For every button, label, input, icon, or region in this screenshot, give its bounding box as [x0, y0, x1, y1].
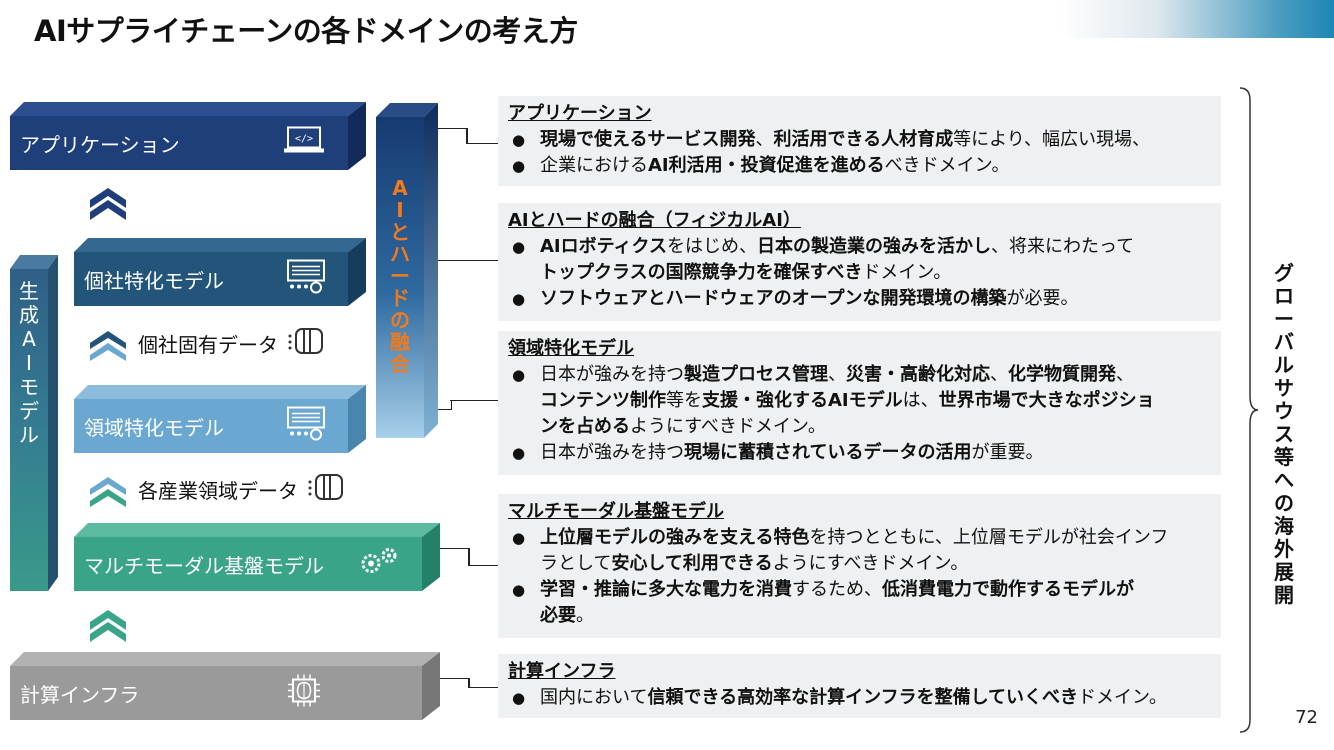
desc-box-multimodal: マルチモーダル基盤モデル 上位層モデルの強みを支える特色を持つとともに、上位層モ…: [498, 494, 1221, 638]
company-data-label: 個社固有データ: [138, 333, 278, 357]
code-laptop-icon: </>: [282, 126, 326, 161]
desc-heading-application: アプリケーション: [508, 103, 652, 124]
connector-domain-2: [450, 400, 498, 401]
connector-compute: [440, 678, 470, 688]
company-data-row: 個社固有データ: [88, 326, 324, 361]
database-icon: [286, 326, 324, 361]
domain-data-row: 各産業領域データ: [88, 472, 344, 507]
layer-multimodal-label: マルチモーダル基盤モデル: [84, 553, 324, 578]
page-number: 72: [1295, 707, 1318, 728]
connector-compute-2: [468, 678, 498, 688]
desc-heading-fusion: AIとハードの融合（フィジカルAI）: [508, 210, 801, 231]
server-gear-icon: [286, 406, 326, 447]
global-south-expansion-label: グローバルサウス等への海外展開: [1274, 261, 1294, 607]
server-gear-icon: [286, 259, 326, 300]
brain-chip-icon: [286, 673, 322, 714]
layer-application: アプリケーション </>: [10, 102, 366, 170]
domain-data-label: 各産業領域データ: [138, 479, 298, 503]
layer-compute-label: 計算インフラ: [20, 682, 140, 707]
connector-app-2: [466, 128, 498, 144]
layer-company-model-label: 個社特化モデル: [84, 268, 224, 293]
desc-box-compute: 計算インフラ 国内において信頼できる高効率な計算インフラを整備していくべきドメイ…: [498, 654, 1221, 718]
page-title: AIサプライチェーンの各ドメインの考え方: [34, 14, 578, 48]
layer-multimodal: マルチモーダル基盤モデル: [74, 523, 440, 591]
desc-heading-compute: 計算インフラ: [508, 661, 616, 682]
layer-application-label: アプリケーション: [20, 132, 180, 157]
desc-heading-domain: 領域特化モデル: [508, 338, 634, 359]
connector-domain: [438, 400, 452, 410]
desc-heading-multimodal: マルチモーダル基盤モデル: [508, 501, 724, 522]
double-chevron-up-icon: [88, 606, 128, 646]
layer-company-model: 個社特化モデル: [74, 238, 366, 306]
double-chevron-up-icon: [90, 330, 126, 361]
svg-text:</>: </>: [295, 134, 313, 145]
connector-multi: [440, 548, 470, 566]
layer-compute: 計算インフラ: [10, 652, 440, 720]
connector-app: [438, 128, 468, 144]
layer-domain-model-label: 領域特化モデル: [84, 415, 224, 440]
database-icon: [306, 472, 344, 507]
double-chevron-up-icon: [90, 476, 126, 507]
desc-box-domain: 領域特化モデル 日本が強みを持つ製造プロセス管理、災害・高齢化対応、化学物質開発…: [498, 331, 1221, 475]
double-chevron-up-icon: [88, 184, 128, 224]
desc-box-fusion: AIとハードの融合（フィジカルAI） AIロボティクスをはじめ、日本の製造業の強…: [498, 203, 1221, 321]
connector-fusion: [438, 260, 498, 261]
right-brace: [1239, 87, 1258, 733]
connector-multi-2: [468, 548, 498, 566]
desc-box-application: アプリケーション 現場で使えるサービス開発、利活用できる人材育成等により、幅広い…: [498, 96, 1221, 186]
title-accent-bar: [1060, 0, 1334, 38]
layer-domain-model: 領域特化モデル: [74, 385, 366, 453]
gears-icon: [356, 547, 400, 582]
